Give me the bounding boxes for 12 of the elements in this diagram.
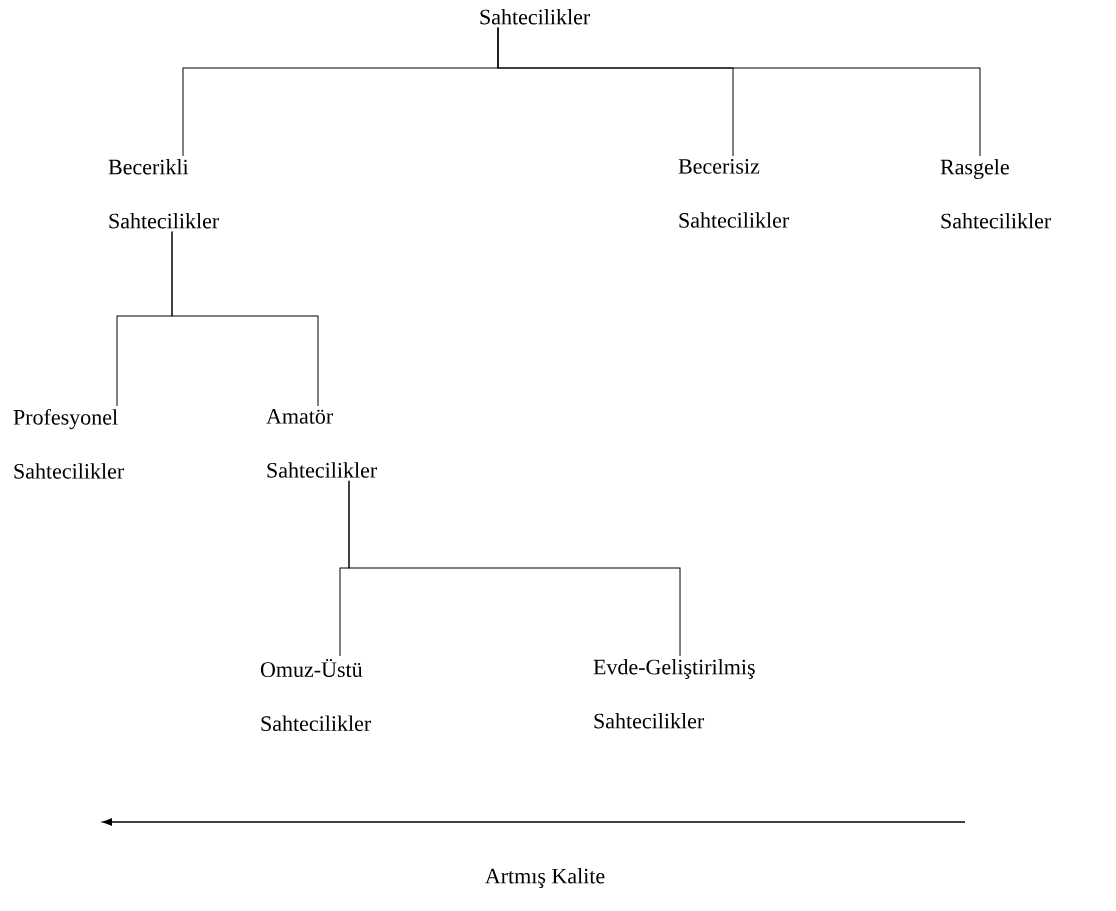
category-label: Amatör Sahtecilikler: [266, 409, 377, 478]
category-label: Profesyonel Sahtecilikler: [13, 409, 124, 479]
category-label: Becerikli Sahtecilikler: [108, 159, 219, 229]
category-label: Becerisiz Sahtecilikler: [678, 159, 790, 228]
category-label: Rasgele Sahtecilikler: [940, 159, 1052, 229]
tree-connector: [171, 231, 319, 407]
tree-connector: [497, 27, 981, 157]
category-label: Omuz-Üstü Sahtecilikler: [260, 659, 371, 732]
category-label: Evde-Geliştirilmiş Sahtecilikler: [593, 659, 755, 729]
axis-label: Artmış Kalite: [485, 868, 605, 888]
category-label: Sahtecilikler: [480, 9, 591, 25]
tree-connector: [348, 480, 681, 657]
